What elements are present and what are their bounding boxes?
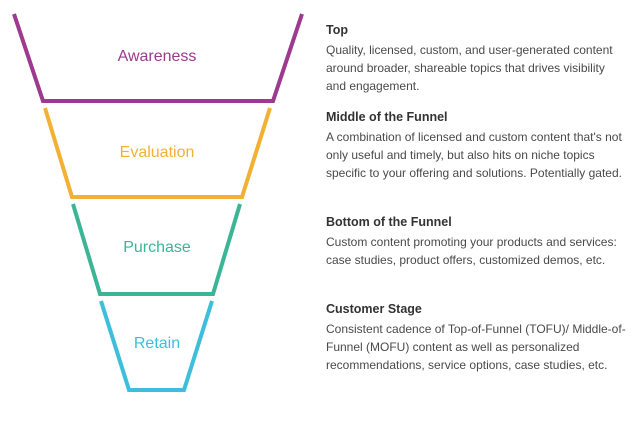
funnel-stage-retain: Retain xyxy=(99,300,214,392)
funnel-stage-evaluation: Evaluation xyxy=(43,107,272,199)
stage-label-awareness: Awareness xyxy=(118,48,197,65)
stage-label-evaluation: Evaluation xyxy=(120,144,195,161)
funnel-segment-purchase xyxy=(71,203,242,296)
funnel-segment-evaluation xyxy=(43,107,272,199)
description-heading: Top xyxy=(326,23,348,37)
description-heading: Customer Stage xyxy=(326,302,422,316)
funnel-stage-awareness: Awareness xyxy=(12,13,304,103)
description-heading: Middle of the Funnel xyxy=(326,110,448,124)
description-heading: Bottom of the Funnel xyxy=(326,215,452,229)
description-customer: Customer Stage Consistent cadence of Top… xyxy=(326,301,626,374)
funnel-diagram: Awareness Evaluation Purchase Retain xyxy=(12,13,304,392)
description-middle: Middle of the Funnel A combination of li… xyxy=(326,109,626,182)
funnel-segment-awareness xyxy=(12,13,304,103)
funnel-segment-retain xyxy=(99,300,214,392)
stage-label-purchase: Purchase xyxy=(123,239,191,256)
description-bottom: Bottom of the Funnel Custom content prom… xyxy=(326,214,626,269)
stage-label-retain: Retain xyxy=(134,335,180,352)
funnel-stage-purchase: Purchase xyxy=(71,203,242,296)
description-body: A combination of licensed and custom con… xyxy=(326,130,622,180)
description-top: Top Quality, licensed, custom, and user-… xyxy=(326,22,626,95)
description-body: Custom content promoting your products a… xyxy=(326,235,617,267)
description-body: Consistent cadence of Top-of-Funnel (TOF… xyxy=(326,322,626,372)
description-body: Quality, licensed, custom, and user-gene… xyxy=(326,43,613,93)
